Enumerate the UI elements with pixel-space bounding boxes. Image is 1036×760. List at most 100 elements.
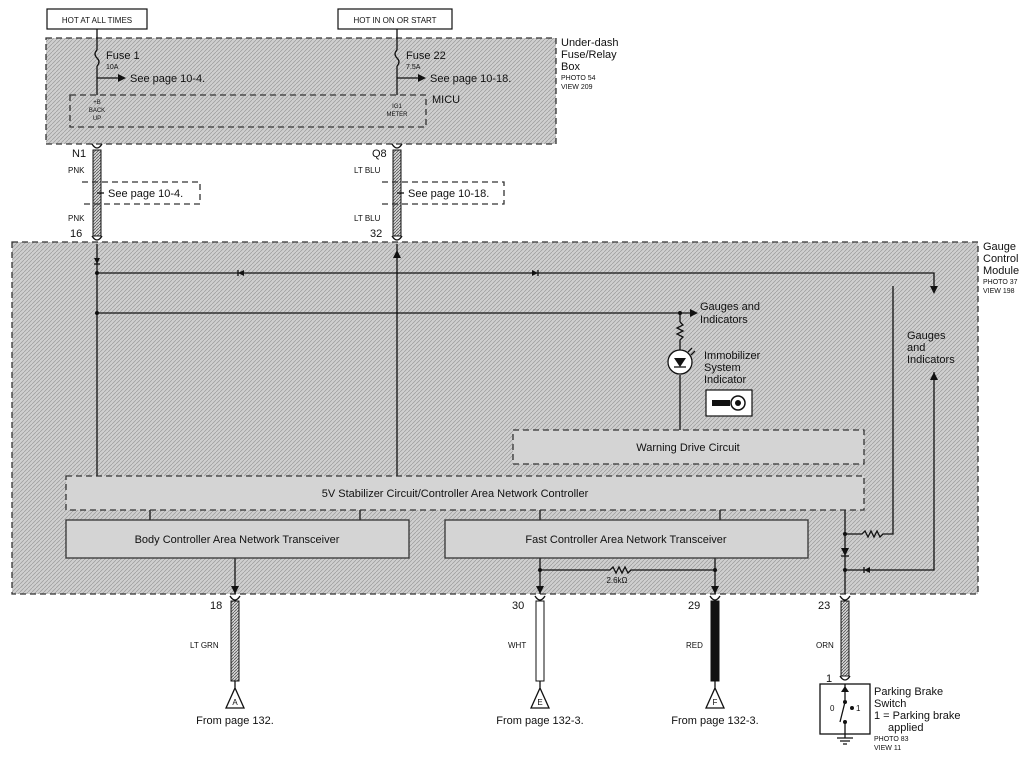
backup-line-2: BACK xyxy=(89,108,105,114)
diode-icon xyxy=(238,270,244,276)
switch-pos-0: 0 xyxy=(830,704,835,713)
backup-line-1: +B xyxy=(93,100,101,106)
fuse-22 xyxy=(394,29,426,95)
arrow-icon xyxy=(118,74,126,82)
connector-q8: Q8 xyxy=(372,148,387,160)
resistor-value: 2.6kΩ xyxy=(606,576,627,585)
gcm-name-3: Module xyxy=(983,265,1019,277)
splice-ref-right xyxy=(382,181,505,205)
gauges-mid-2: Indicators xyxy=(700,314,748,326)
immobilizer-text-2: System xyxy=(704,362,741,374)
brake-name-1: Parking Brake xyxy=(874,686,943,698)
arrow-icon xyxy=(393,250,401,258)
diode-icon xyxy=(532,270,538,276)
fast-can-transceiver-label: Fast Controller Area Network Transceiver xyxy=(525,534,726,546)
brake-name-2: Switch xyxy=(874,698,906,710)
pin-29: 29 xyxy=(688,600,700,612)
offpage-connector-a: A xyxy=(224,681,246,709)
gcm-view: VIEW 198 xyxy=(983,288,1015,295)
brake-name-4: applied xyxy=(888,722,923,734)
wire-color-wht: WHT xyxy=(508,641,526,650)
wire-color-pnk-b: PNK xyxy=(68,214,85,223)
hot-at-all-times-label: HOT AT ALL TIMES xyxy=(46,8,148,30)
pin-32: 32 xyxy=(370,228,382,240)
diode-icon xyxy=(864,567,870,573)
hot-in-on-label: HOT IN ON OR START xyxy=(337,8,453,30)
stabilizer-controller-label: 5V Stabilizer Circuit/Controller Area Ne… xyxy=(322,488,589,500)
backup-line-3: UP xyxy=(93,116,101,122)
immobilizer-indicator-lamp xyxy=(667,347,696,375)
fuse22-name: Fuse 22 xyxy=(406,50,446,62)
fusebox-name-1: Under-dash xyxy=(561,37,618,49)
fast-can-transceiver-block: Fast Controller Area Network Transceiver xyxy=(444,519,809,559)
connector-e-letter: E xyxy=(537,698,542,707)
arrow-icon xyxy=(690,309,698,317)
connector-f-letter: F xyxy=(713,698,718,707)
splice-ref-left xyxy=(82,181,201,205)
gauges-mid-1: Gauges and xyxy=(700,301,760,313)
pin-18: 18 xyxy=(210,600,222,612)
pin-23: 23 xyxy=(818,600,830,612)
fusebox-photo: PHOTO 54 xyxy=(561,75,596,82)
from-page-e: From page 132-3. xyxy=(496,715,583,727)
offpage-connector-e: E xyxy=(529,681,551,709)
arrow-icon xyxy=(231,586,239,594)
diode-icon xyxy=(841,548,849,556)
wire-lt-blu xyxy=(391,143,403,241)
switch-pos-1: 1 xyxy=(856,704,861,713)
wire-pnk xyxy=(91,143,103,241)
body-can-transceiver-label: Body Controller Area Network Transceiver xyxy=(135,534,340,546)
wire-lt-grn xyxy=(229,595,241,682)
splice-ref-left-text: See page 10-4. xyxy=(108,188,183,200)
fuse22-rating: 7.5A xyxy=(406,64,421,71)
key-icon xyxy=(705,389,753,417)
arrow-icon xyxy=(418,74,426,82)
wire-color-ltblu-b: LT BLU xyxy=(354,214,381,223)
brake-view: VIEW 11 xyxy=(874,745,901,752)
gcm-name-1: Gauge xyxy=(983,241,1016,253)
fusebox-view: VIEW 209 xyxy=(561,84,593,91)
hot-at-all-times-text: HOT AT ALL TIMES xyxy=(62,16,132,25)
under-dash-fuse-box xyxy=(45,37,557,145)
micu-box xyxy=(69,94,427,128)
fuse-1 xyxy=(94,29,126,95)
wire-color-pnk-a: PNK xyxy=(68,166,85,175)
pin-16: 16 xyxy=(70,228,82,240)
offpage-connector-f: F xyxy=(704,681,726,709)
wire-red xyxy=(709,595,721,682)
warning-drive-circuit-label: Warning Drive Circuit xyxy=(636,442,740,454)
hot-in-on-text: HOT IN ON OR START xyxy=(353,16,436,25)
micu-label: MICU xyxy=(432,94,460,106)
body-can-transceiver-block: Body Controller Area Network Transceiver xyxy=(65,519,410,559)
immobilizer-text-1: Immobilizer xyxy=(704,350,761,362)
fuse1-name: Fuse 1 xyxy=(106,50,140,62)
immobilizer-text-3: Indicator xyxy=(704,374,747,386)
arrow-icon xyxy=(930,286,938,294)
pin-30: 30 xyxy=(512,600,524,612)
fuse22-ref: See page 10-18. xyxy=(430,73,511,85)
gcm-photo: PHOTO 37 xyxy=(983,279,1018,286)
connector-a-letter: A xyxy=(232,698,238,707)
from-page-a: From page 132. xyxy=(196,715,274,727)
wire-color-ltblu-a: LT BLU xyxy=(354,166,381,175)
wire-orn xyxy=(839,595,851,681)
parking-brake-switch xyxy=(819,683,871,745)
fuse1-rating: 10A xyxy=(106,64,119,71)
wire-color-ltgrn: LT GRN xyxy=(190,641,219,650)
wire-wht xyxy=(534,595,546,682)
wire-color-red: RED xyxy=(686,641,703,650)
gauges-right-3: Indicators xyxy=(907,354,955,366)
fusebox-name-3: Box xyxy=(561,61,580,73)
gcm-name-2: Control xyxy=(983,253,1018,265)
from-page-f: From page 132-3. xyxy=(671,715,758,727)
stabilizer-controller-block: 5V Stabilizer Circuit/Controller Area Ne… xyxy=(65,475,865,511)
fusebox-name-2: Fuse/Relay xyxy=(561,49,617,61)
splice-ref-right-text: See page 10-18. xyxy=(408,188,489,200)
brake-photo: PHOTO 83 xyxy=(874,736,909,743)
pin-1: 1 xyxy=(826,673,832,685)
ig1-line-2: METER xyxy=(387,112,409,118)
fuse1-ref: See page 10-4. xyxy=(130,73,205,85)
brake-name-3: 1 = Parking brake xyxy=(874,710,961,722)
gcm-internal-wiring xyxy=(94,244,938,594)
